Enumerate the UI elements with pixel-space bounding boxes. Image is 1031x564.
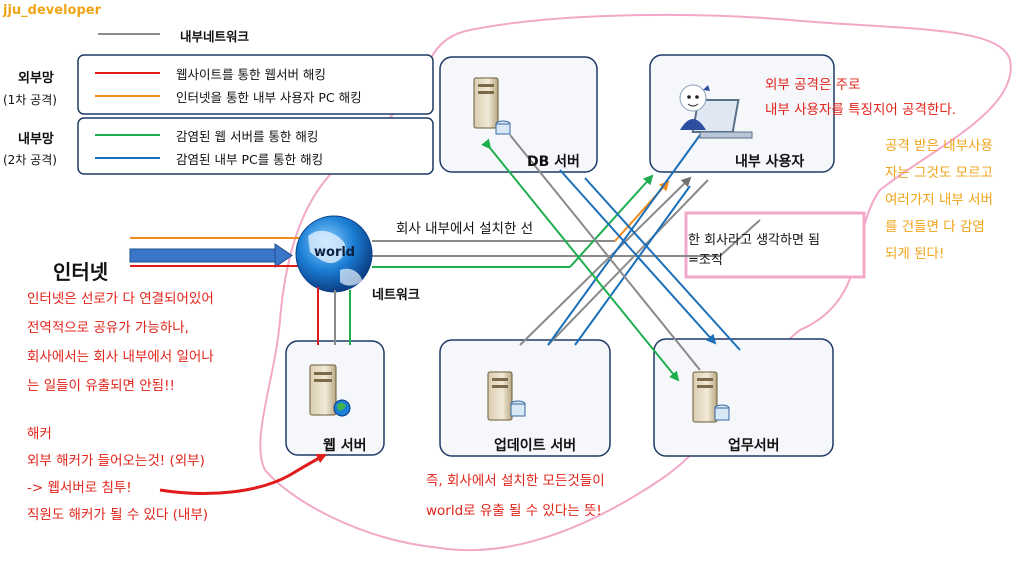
db-server-icon [473,77,511,135]
legend-external-subtitle: (1차 공격) [3,93,57,107]
company-boundary [259,13,1012,552]
legend-item: 인터넷을 통한 내부 사용자 PC 해킹 [176,90,362,105]
web-server-label: 웹 서버 [323,438,367,454]
legend-item: 웹사이트를 통한 웹서버 해킹 [176,67,326,82]
hacker-arrow [159,453,327,495]
hacker-note: 해커 외부 해커가 들어오는것! (외부) -> 웹서버로 침투! 직원도 해커… [27,426,209,523]
network-label: 네트워크 [372,288,420,303]
internal-user-icon [679,84,753,139]
infected-note: 공격 받은 내부사용 자는 그것도 모르고 여러가지 내부 서버 를 건들면 다… [885,138,993,262]
watermark: jju_developer [3,3,102,18]
web-server-icon [309,364,351,417]
legend-internal-title: 내부망 [18,132,54,147]
internet-description: 인터넷은 선로가 다 연결되어있어 전역적으로 공유가 가능하나, 회사에서는 … [27,291,214,394]
legend-external-title: 외부망 [18,71,54,86]
legend-internal-subtitle: (2차 공격) [3,153,57,167]
update-server-label: 업데이트 서버 [494,438,577,454]
work-server-label: 업무서버 [728,438,780,454]
internal-user-label: 내부 사용자 [735,154,805,170]
external-attack-note: 외부 공격은 주로 내부 사용자를 특징지어 공격한다. [765,77,957,118]
company-note-box [684,211,866,279]
leak-note: 즉, 회사에서 설치한 모든것들이 world로 유출 될 수 있다는 뜻! [426,473,605,519]
line-label: 회사 내부에서 설치한 선 [396,221,534,237]
db-server-label: DB 서버 [527,154,580,170]
globe-label: world [314,245,356,260]
work-server-icon [692,371,730,423]
legend-item: 감염된 웹 서버를 통한 해킹 [176,129,319,144]
legend-internal-box [77,117,434,175]
internet-label: 인터넷 [53,260,109,284]
legend-external-box [77,54,434,115]
company-note: 한 회사라고 생각하면 됨 =조직 [688,233,820,268]
internal-user-box [649,54,835,173]
legend-item: 감염된 내부 PC를 통한 해킹 [176,152,324,167]
update-server-icon [487,371,526,421]
legend-internal-line-label: 내부네트워크 [180,29,250,44]
